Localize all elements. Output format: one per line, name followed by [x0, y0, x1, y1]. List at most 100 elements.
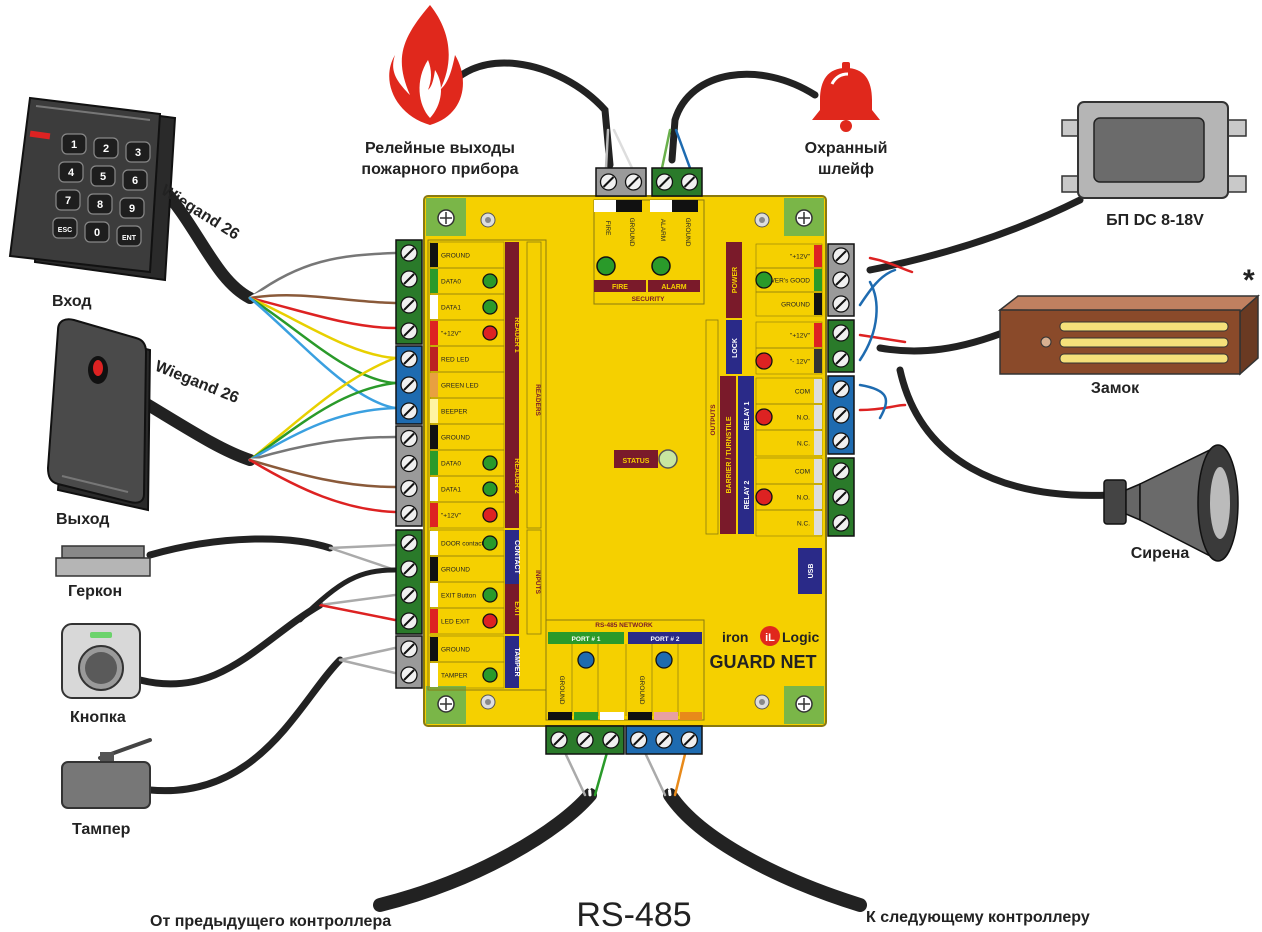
terminal-fire — [595, 167, 647, 197]
tamper-bar — [505, 636, 519, 688]
outputs-group-bar — [705, 319, 719, 535]
reader1-row-label: BEEPER — [441, 409, 468, 416]
keypad-key-label: 9 — [129, 203, 135, 215]
tamper-title: TAMPER — [513, 647, 520, 676]
security-title: SECURITY — [632, 296, 666, 303]
fire-icon — [389, 5, 463, 125]
brand-logo: iron iL Logic GUARD NET — [710, 626, 820, 672]
keypad-key: 7 — [55, 189, 81, 211]
reader1-row-label: "+12V" — [441, 331, 462, 338]
terminal-port2 — [625, 725, 703, 755]
reader2-led-icon — [482, 507, 498, 523]
reader1-wire-strip — [430, 243, 438, 267]
lock-title: LOCK — [732, 338, 739, 358]
reader2-led-icon — [482, 481, 498, 497]
power-wire-strip — [814, 269, 822, 291]
lock-bar — [726, 320, 742, 374]
relay1-wire-strip — [814, 405, 822, 429]
relay2-title: RELAY 2 — [744, 480, 751, 509]
keypad-key-label: 6 — [132, 175, 138, 187]
reader2-led-icon — [482, 455, 498, 471]
exit-wire-strip — [430, 583, 438, 607]
reader1-wire-strip — [430, 399, 438, 423]
terminal-screw-icon — [655, 731, 673, 749]
power-row-label: GROUND — [781, 302, 810, 309]
contact-row-label: GROUND — [441, 567, 470, 574]
terminal-screw-icon — [400, 612, 418, 630]
lock-label: Замок — [1091, 380, 1140, 397]
product-name: GUARD NET — [710, 652, 817, 672]
relay1-row-label: COM — [795, 389, 810, 396]
power-wire-strip — [814, 293, 822, 315]
reader1-row-label: GREEN LED — [441, 383, 479, 390]
terminal-screw-icon — [832, 488, 850, 506]
terminal-screw-icon — [680, 731, 698, 749]
lock-led-icon — [755, 352, 773, 370]
tamper-row-label: TAMPER — [441, 673, 468, 680]
usb-label: USB — [808, 564, 815, 579]
mount-hole-icon — [754, 212, 770, 228]
terminal-reader1-a — [395, 239, 423, 345]
lock-rows: "+12V""- 12V" — [755, 321, 823, 375]
power-supply-label: БП DC 8-18V — [1106, 212, 1204, 229]
relay2-wire-strip — [814, 459, 822, 483]
reader1-row-label: GROUND — [441, 253, 470, 260]
reader1-led-icon — [482, 325, 498, 341]
terminal-blocks — [395, 167, 855, 755]
relay2-row-label: N.O. — [797, 495, 811, 502]
reed-label: Геркон — [68, 583, 122, 600]
reader1-led-icon — [482, 273, 498, 289]
brand-logic: Logic — [782, 629, 820, 645]
keypad-key-label: ESC — [58, 227, 72, 234]
from-prev-label: От предыдущего контроллера — [150, 913, 391, 930]
reader2-wire-strip — [430, 451, 438, 475]
keypad-key-label: 0 — [94, 227, 100, 239]
mount-hole-icon — [480, 694, 496, 710]
contact-row-label: DOOR contact — [441, 541, 483, 548]
keypad-key: 5 — [90, 165, 116, 187]
keypad-key: 6 — [122, 169, 148, 191]
relay1-wire-strip — [814, 379, 822, 403]
brand-mark-icon — [760, 626, 780, 646]
terminal-screw-icon — [400, 666, 418, 684]
brand-iron: iron — [722, 629, 748, 645]
terminal-reader1-b — [395, 345, 423, 425]
tamper-led-icon — [482, 667, 498, 683]
readers-group-bar — [526, 241, 542, 529]
terminal-reader2 — [395, 425, 423, 527]
reader2-row-label: "+12V" — [441, 513, 462, 520]
cables — [134, 59, 1114, 912]
alarm-label-line2: шлейф — [818, 161, 874, 178]
contact-wire-strip — [430, 557, 438, 581]
terminal-screw-icon — [832, 295, 850, 313]
mount-hole-icon — [754, 694, 770, 710]
power-led-icon — [755, 271, 773, 289]
keypad-key-label: 3 — [135, 147, 141, 159]
tamper-wire-strip — [430, 663, 438, 687]
exit-row-label: EXIT Button — [441, 593, 476, 600]
terminal-screw-icon — [832, 271, 850, 289]
keypad-key: 8 — [87, 193, 113, 215]
outputs-group-title: OUTPUTS — [710, 404, 717, 436]
reed-switch-icon — [55, 545, 151, 577]
reader2-title: READER 2 — [513, 458, 520, 494]
relay2-row-label: N.C. — [797, 521, 810, 528]
barrier-title: BARRIER / TURNSTILE — [726, 416, 733, 493]
tamper-label: Тампер — [72, 821, 131, 838]
keypad-key-label: 5 — [100, 171, 106, 183]
relay1-bar — [738, 376, 754, 456]
reader1-bar — [505, 242, 519, 424]
terminal-screw-icon — [400, 560, 418, 578]
barrier-bar — [720, 376, 736, 534]
reader2-wire-strip — [430, 425, 438, 449]
relay1-led-icon — [755, 408, 773, 426]
relay2-bar — [738, 456, 754, 534]
terminal-screw-icon — [400, 322, 418, 340]
terminal-screw-icon — [832, 406, 850, 424]
keypad-key-label: 7 — [65, 195, 71, 207]
keypad-key-label: 1 — [71, 139, 77, 151]
